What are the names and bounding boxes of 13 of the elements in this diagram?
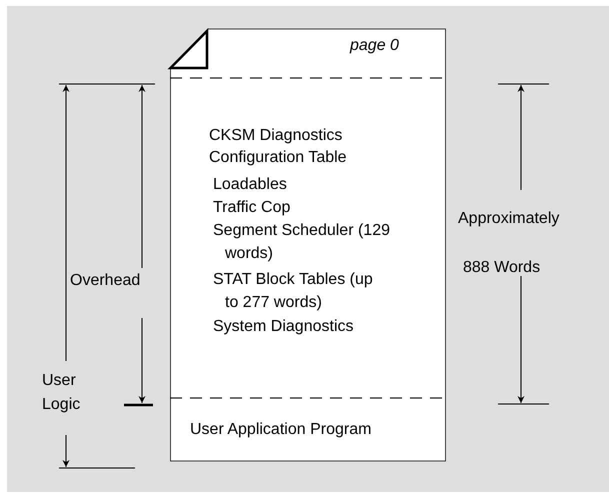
section-text: System Diagnostics bbox=[213, 317, 354, 337]
section-text: CKSM Diagnostics bbox=[209, 126, 342, 146]
page-label: page 0 bbox=[350, 36, 399, 56]
section-text: STAT Block Tables (up to 277 words) bbox=[213, 270, 374, 313]
section-text: Configuration Table bbox=[209, 148, 347, 168]
section-text: Segment Scheduler (129 words) bbox=[213, 221, 390, 264]
dimension-label: 888 Words bbox=[463, 258, 540, 278]
section-text: User Application Program bbox=[190, 420, 372, 440]
section-text: Traffic Cop bbox=[213, 198, 290, 218]
section-text: Loadables bbox=[213, 175, 287, 195]
dimension-label: Overhead bbox=[70, 271, 140, 291]
dimension-label: Approximately bbox=[458, 209, 560, 229]
dimension-label: User Logic bbox=[42, 371, 82, 415]
